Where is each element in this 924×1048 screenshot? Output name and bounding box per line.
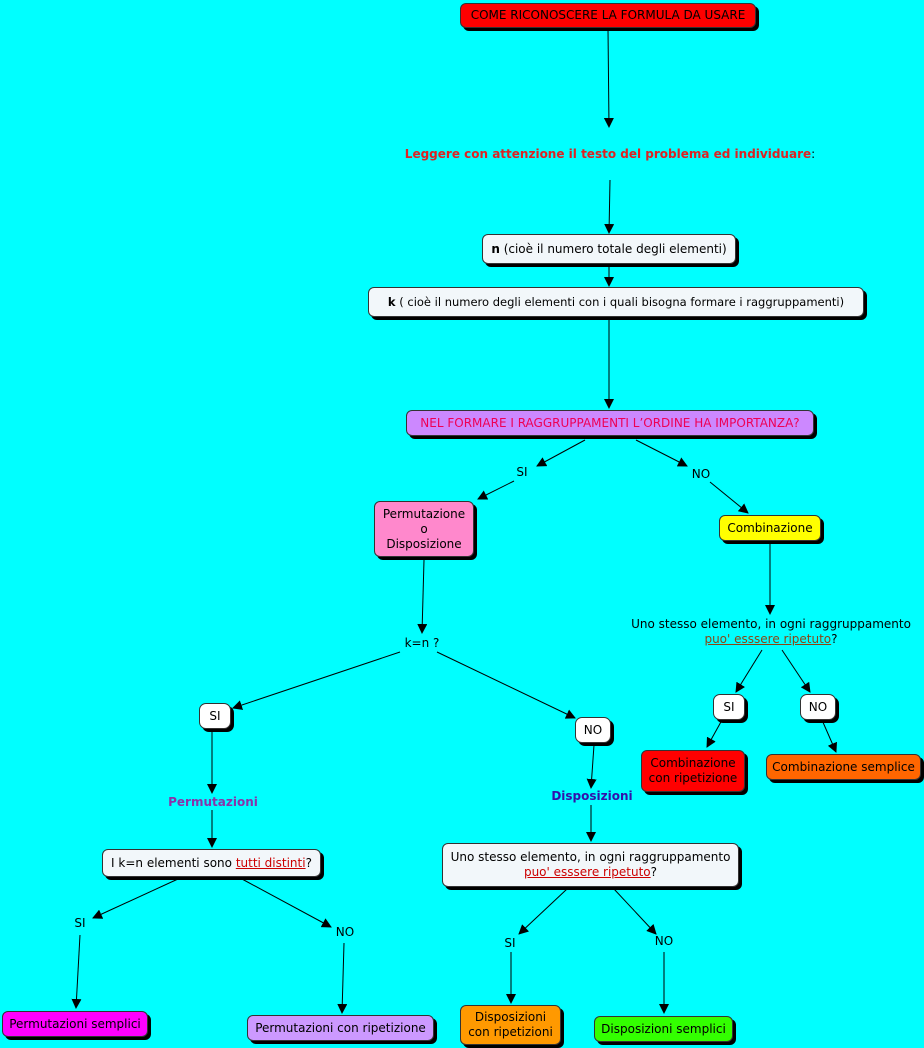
arrow-title-intro	[603, 28, 614, 128]
perm-disp-line2: o	[420, 521, 428, 536]
intro-label: Leggere con attenzione il testo del prob…	[380, 147, 840, 162]
comb-repeat-line1: Uno stesso elemento, in ogni raggruppame…	[631, 617, 911, 631]
comb-rip-box: Combinazione con ripetizione	[641, 750, 745, 792]
permutazioni-label: Permutazioni	[168, 795, 258, 809]
arrow-kn-no	[436, 651, 576, 719]
distinct-no-label: NO	[335, 925, 355, 939]
disposizioni-label: Disposizioni	[551, 789, 633, 803]
arrow-distinct-no	[241, 878, 332, 928]
arrow-si-permdisp	[477, 480, 515, 500]
arrow-permdisp-kn	[417, 559, 428, 634]
disp-repeat-line1: Uno stesso elemento, in ogni raggruppame…	[450, 850, 731, 864]
arrow-comb-repeat-no	[781, 649, 811, 693]
kn-no-box: NO	[575, 717, 611, 743]
perm-semplici-text: Permutazioni semplici	[9, 1016, 141, 1031]
distinct-si-label: SI	[74, 916, 86, 930]
disp-rip-line2: con ripetizioni	[468, 1025, 553, 1039]
perm-rip-box: Permutazioni con ripetizione	[247, 1015, 434, 1041]
disp-semplici-text: Disposizioni semplici	[601, 1021, 726, 1036]
n-box: n (cioè il numero totale degli elementi)	[482, 234, 736, 264]
order-no-label: NO	[691, 467, 711, 481]
arrow-intro-n	[604, 179, 615, 234]
arrow-repeat-si	[518, 888, 568, 935]
arrow-repeat-no	[613, 888, 657, 935]
disp-si-label: SI	[504, 936, 516, 950]
kn-no-text: NO	[583, 722, 603, 737]
order-si-label: SI	[516, 465, 528, 479]
comb-si-text: SI	[723, 699, 735, 714]
order-question-box: NEL FORMARE I RAGGRUPPAMENTI L’ORDINE HA…	[406, 410, 814, 436]
title-box: COME RICONOSCERE LA FORMULA DA USARE	[460, 3, 756, 28]
comb-rip-line2: con ripetizione	[648, 771, 738, 785]
kn-si-text: SI	[209, 708, 221, 723]
arrow-order-no	[635, 439, 688, 467]
arrow-si-permsemplici	[71, 934, 82, 1009]
arrow-order-si	[536, 439, 586, 467]
comb-repeat-end: ?	[831, 632, 838, 646]
title-text: COME RICONOSCERE LA FORMULA DA USARE	[470, 8, 746, 22]
perm-disp-line1: Permutazione	[382, 506, 466, 521]
perm-rip-text: Permutazioni con ripetizione	[255, 1020, 426, 1035]
comb-no-text: NO	[808, 699, 828, 714]
distinct-question-box: I k=n elementi sono tutti distinti?	[102, 849, 321, 877]
arrow-comb-repeat-si	[735, 649, 763, 693]
arrow-distinct-si	[92, 878, 179, 919]
order-question-text: NEL FORMARE I RAGGRUPPAMENTI L’ORDINE HA…	[420, 415, 800, 430]
perm-semplici-box: Permutazioni semplici	[2, 1011, 148, 1037]
k-text: ( cioè il numero degli elementi con i qu…	[395, 294, 845, 309]
kn-si-box: SI	[199, 703, 231, 729]
disp-semplici-box: Disposizioni semplici	[594, 1016, 733, 1042]
disp-rip-box: Disposizioni con ripetizioni	[460, 1005, 561, 1045]
perm-disp-box: Permutazione o Disposizione	[374, 501, 474, 557]
disp-no-label: NO	[654, 934, 674, 948]
comb-no-box: NO	[800, 694, 836, 720]
distinct-q-pre: I k=n elementi sono	[111, 855, 236, 870]
comb-semplice-text: Combinazione semplice	[772, 759, 915, 774]
disp-repeat-link[interactable]: puo' esssere ripetuto	[523, 865, 651, 879]
disp-repeat-end: ?	[650, 865, 658, 879]
disp-repeat-question-box: Uno stesso elemento, in ogni raggruppame…	[442, 843, 739, 887]
n-bold: n	[491, 241, 500, 256]
combinazione-text: Combinazione	[727, 520, 813, 535]
arrow-no-combsemplice	[821, 719, 837, 753]
intro-text: Leggere con attenzione il testo del prob…	[404, 147, 812, 161]
distinct-q-link[interactable]: tutti distinti	[235, 855, 306, 870]
comb-si-box: SI	[713, 694, 745, 720]
arrow-no-permrip	[337, 942, 348, 1014]
comb-repeat-link[interactable]: puo' esssere ripetuto	[704, 632, 832, 646]
comb-semplice-box: Combinazione semplice	[766, 754, 921, 780]
combinazione-box: Combinazione	[719, 515, 821, 541]
arrow-no-comb	[709, 481, 749, 514]
distinct-q-end: ?	[305, 855, 312, 870]
k-bold: k	[387, 294, 396, 309]
comb-repeat-question: Uno stesso elemento, in ogni raggruppame…	[628, 617, 914, 647]
arrow-si-combrip	[706, 719, 723, 748]
comb-rip-line1: Combinazione	[650, 756, 736, 770]
arrow-kn-si	[232, 651, 401, 710]
perm-disp-line3: Disposizione	[386, 536, 462, 551]
arrow-no-disposizioni	[586, 744, 597, 789]
disp-rip-line1: Disposizioni	[474, 1010, 547, 1024]
n-text: (cioè il numero totale degli elementi)	[499, 241, 727, 256]
kn-question: k=n ?	[404, 636, 440, 650]
k-box: k ( cioè il numero degli elementi con i …	[368, 287, 864, 317]
intro-colon: :	[811, 147, 816, 161]
